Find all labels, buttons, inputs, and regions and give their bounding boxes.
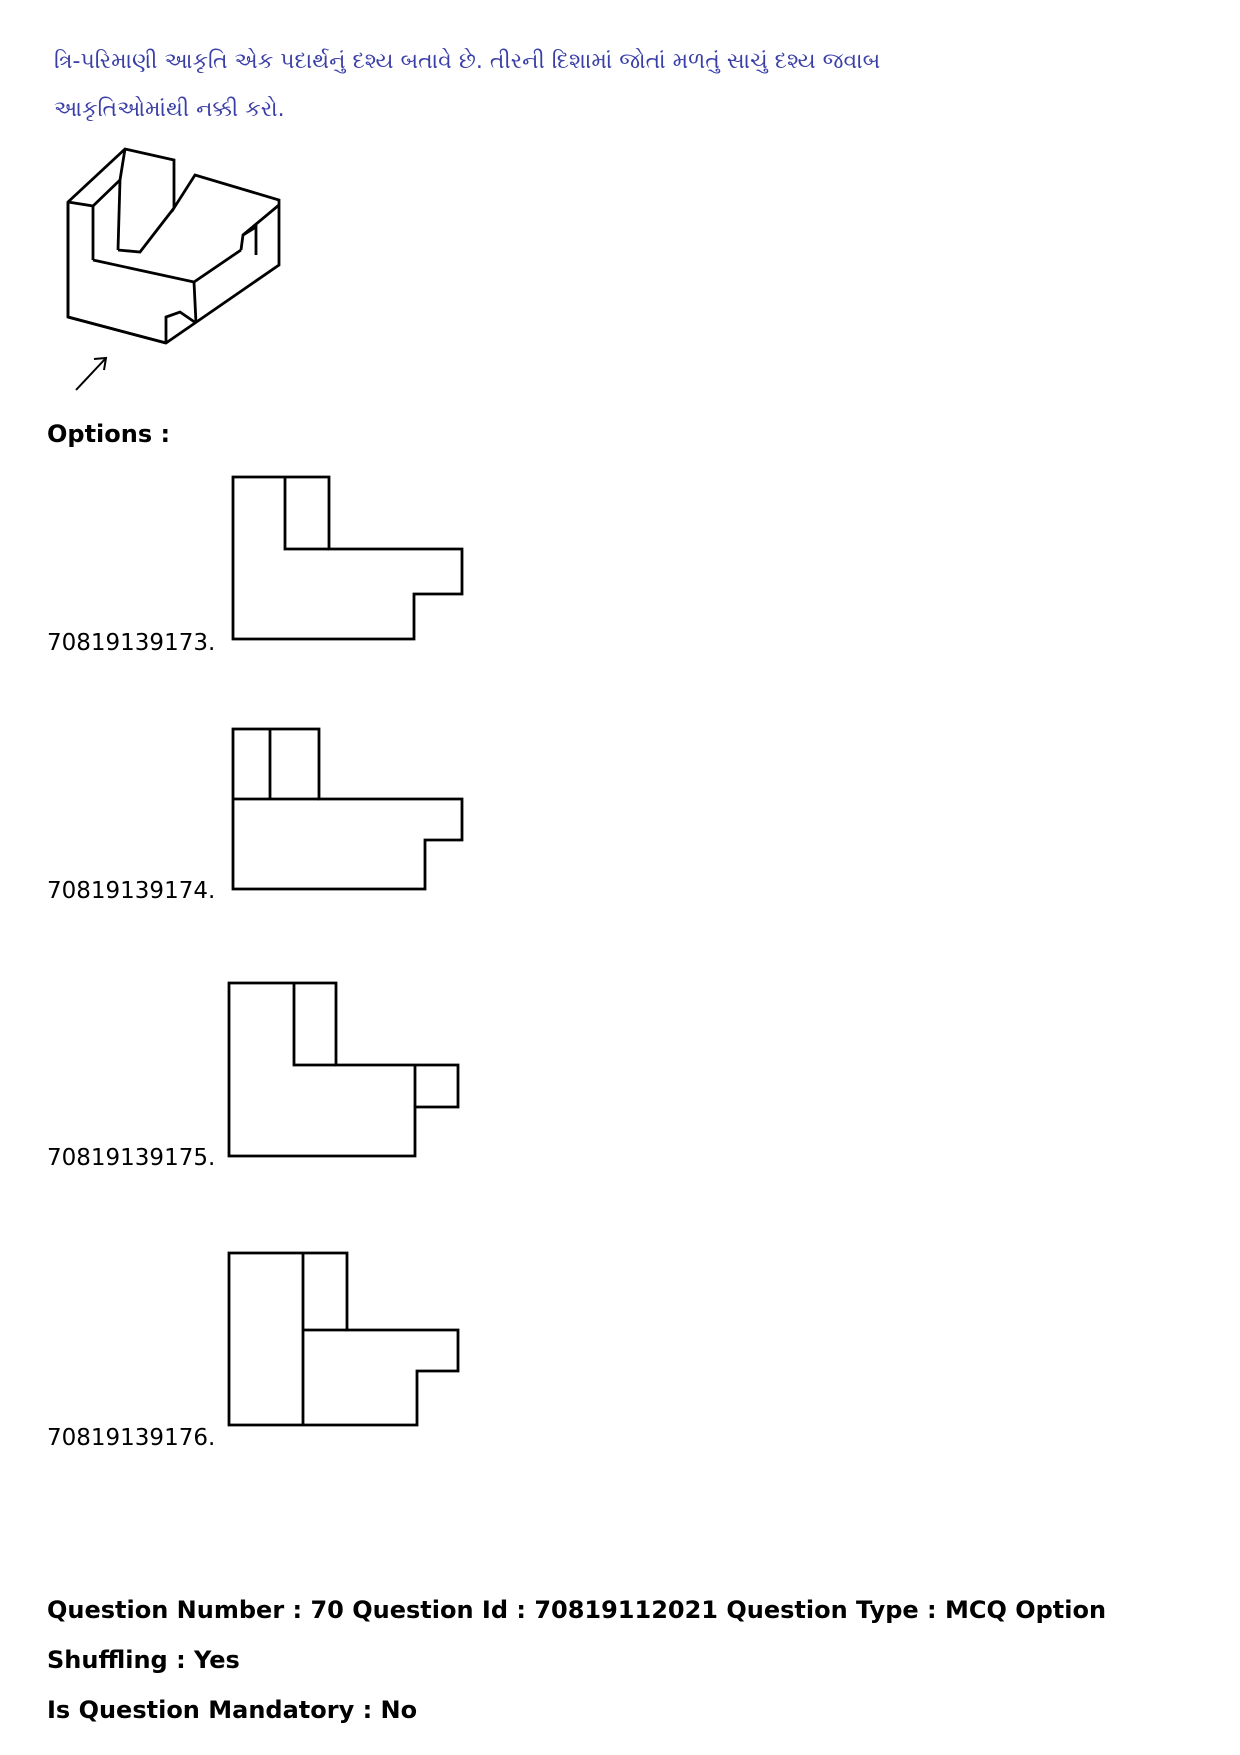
option-figure-1[interactable] [226,470,466,650]
option-figure-2[interactable] [226,722,466,902]
option-id-3: 70819139175. [47,1145,216,1171]
isometric-object-lines [66,147,281,345]
option-id-2: 70819139174. [47,878,216,904]
isometric-figure [66,147,281,391]
option-figure-3[interactable] [222,976,462,1166]
question-meta-line2: Is Question Mandatory : No [47,1696,418,1724]
option-id-4: 70819139176. [47,1425,216,1451]
question-meta-line1: Question Number : 70 Question Id : 70819… [47,1596,1107,1674]
option-figure-4[interactable] [222,1246,462,1436]
option-id-1: 70819139173. [47,630,216,656]
question-meta: Question Number : 70 Question Id : 70819… [47,1585,1217,1735]
question-text: ત્રિ-પરિમાણી આકૃતિ એક પદાર્થનું દશ્ય બતા… [54,49,881,122]
view-direction-arrow-icon [75,356,108,391]
options-label: Options : [47,420,171,448]
